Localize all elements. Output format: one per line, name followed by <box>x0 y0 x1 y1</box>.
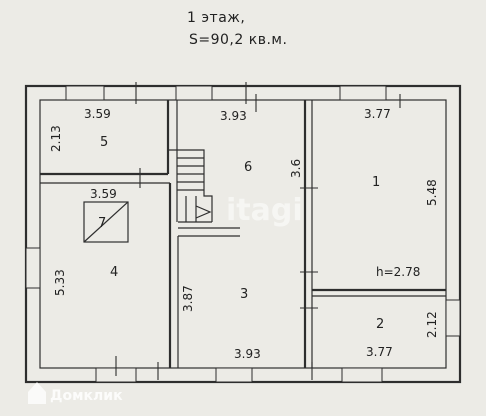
dim-room6-width: 3.93 <box>220 109 247 123</box>
partitions <box>40 100 446 368</box>
floor-label: 1 этаж, <box>187 10 245 26</box>
window-right <box>445 299 461 337</box>
staircase <box>168 149 213 223</box>
dim-room6-height: 3.6 <box>289 159 303 178</box>
window-top-left <box>65 85 105 101</box>
dim-bottom-width: 3.93 <box>234 347 261 361</box>
window-top-right <box>339 85 387 101</box>
dim-room5-height: 2.13 <box>49 125 63 152</box>
outer-wall <box>24 84 462 384</box>
house-icon <box>28 382 46 404</box>
dim-room2-height: 2.12 <box>425 311 439 338</box>
window-bottom-right <box>341 367 383 383</box>
watermark: itagi <box>226 193 303 228</box>
stove-box <box>83 201 129 243</box>
room-2-number: 2 <box>376 317 384 332</box>
dim-room2-width: 3.77 <box>366 345 393 359</box>
window-top-middle <box>175 85 213 101</box>
window-left <box>25 247 41 289</box>
dim-room1-width: 3.77 <box>364 107 391 121</box>
dim-room5-width: 3.59 <box>84 107 111 121</box>
area-label: S=90,2 кв.м. <box>189 32 287 48</box>
room-3-number: 3 <box>240 287 248 302</box>
room-4-number: 4 <box>110 265 118 280</box>
door-ticks <box>115 82 401 380</box>
room-6-number: 6 <box>244 160 252 175</box>
window-bottom-middle <box>215 367 253 383</box>
room-1-number: 1 <box>372 175 380 190</box>
dim-room3-height: 3.87 <box>181 285 195 312</box>
room-5-number: 5 <box>100 135 108 150</box>
brand-logo: Домклик <box>28 382 123 404</box>
dim-room4-height: 5.33 <box>53 269 67 296</box>
ceiling-height: h=2.78 <box>376 265 420 279</box>
windows <box>25 85 461 383</box>
brand-name: Домклик <box>50 388 123 404</box>
room-7-number: 7 <box>98 216 106 231</box>
dim-room4-width: 3.59 <box>90 187 117 201</box>
dim-room1-height: 5.48 <box>425 179 439 206</box>
